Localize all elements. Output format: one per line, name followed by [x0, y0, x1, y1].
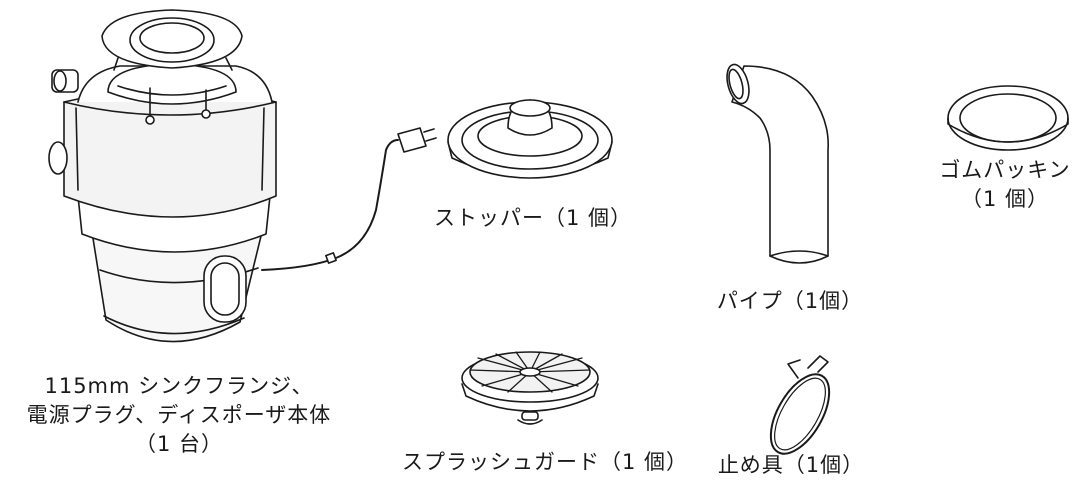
splash-guard-illustration — [461, 351, 599, 425]
clamp-label: 止め具（1個） — [717, 453, 865, 477]
disposer-label-line1: 115mm シンクフランジ、 — [44, 374, 314, 398]
disposer-illustration — [48, 9, 437, 343]
stopper-illustration — [447, 99, 613, 179]
clamp-illustration — [769, 355, 831, 455]
gasket-label-line2: （1 個） — [960, 187, 1050, 211]
gasket-label-line1: ゴムパッキン — [939, 158, 1071, 182]
gasket-illustration — [947, 85, 1069, 151]
pipe-label: パイプ（1個） — [716, 289, 864, 313]
disposer-label-line2: 電源プラグ、ディスポーザ本体 — [26, 403, 332, 427]
disposer-label: 115mm シンクフランジ、 電源プラグ、ディスポーザ本体 （1 台） — [14, 372, 344, 459]
disposer-label-line3: （1 台） — [134, 432, 224, 456]
pipe-illustration — [726, 63, 829, 264]
gasket-label: ゴムパッキン （1 個） — [930, 156, 1080, 214]
splash-guard-label: スプラッシュガード（1 個） — [401, 450, 689, 474]
stopper-label: ストッパー（1 個） — [433, 206, 633, 230]
